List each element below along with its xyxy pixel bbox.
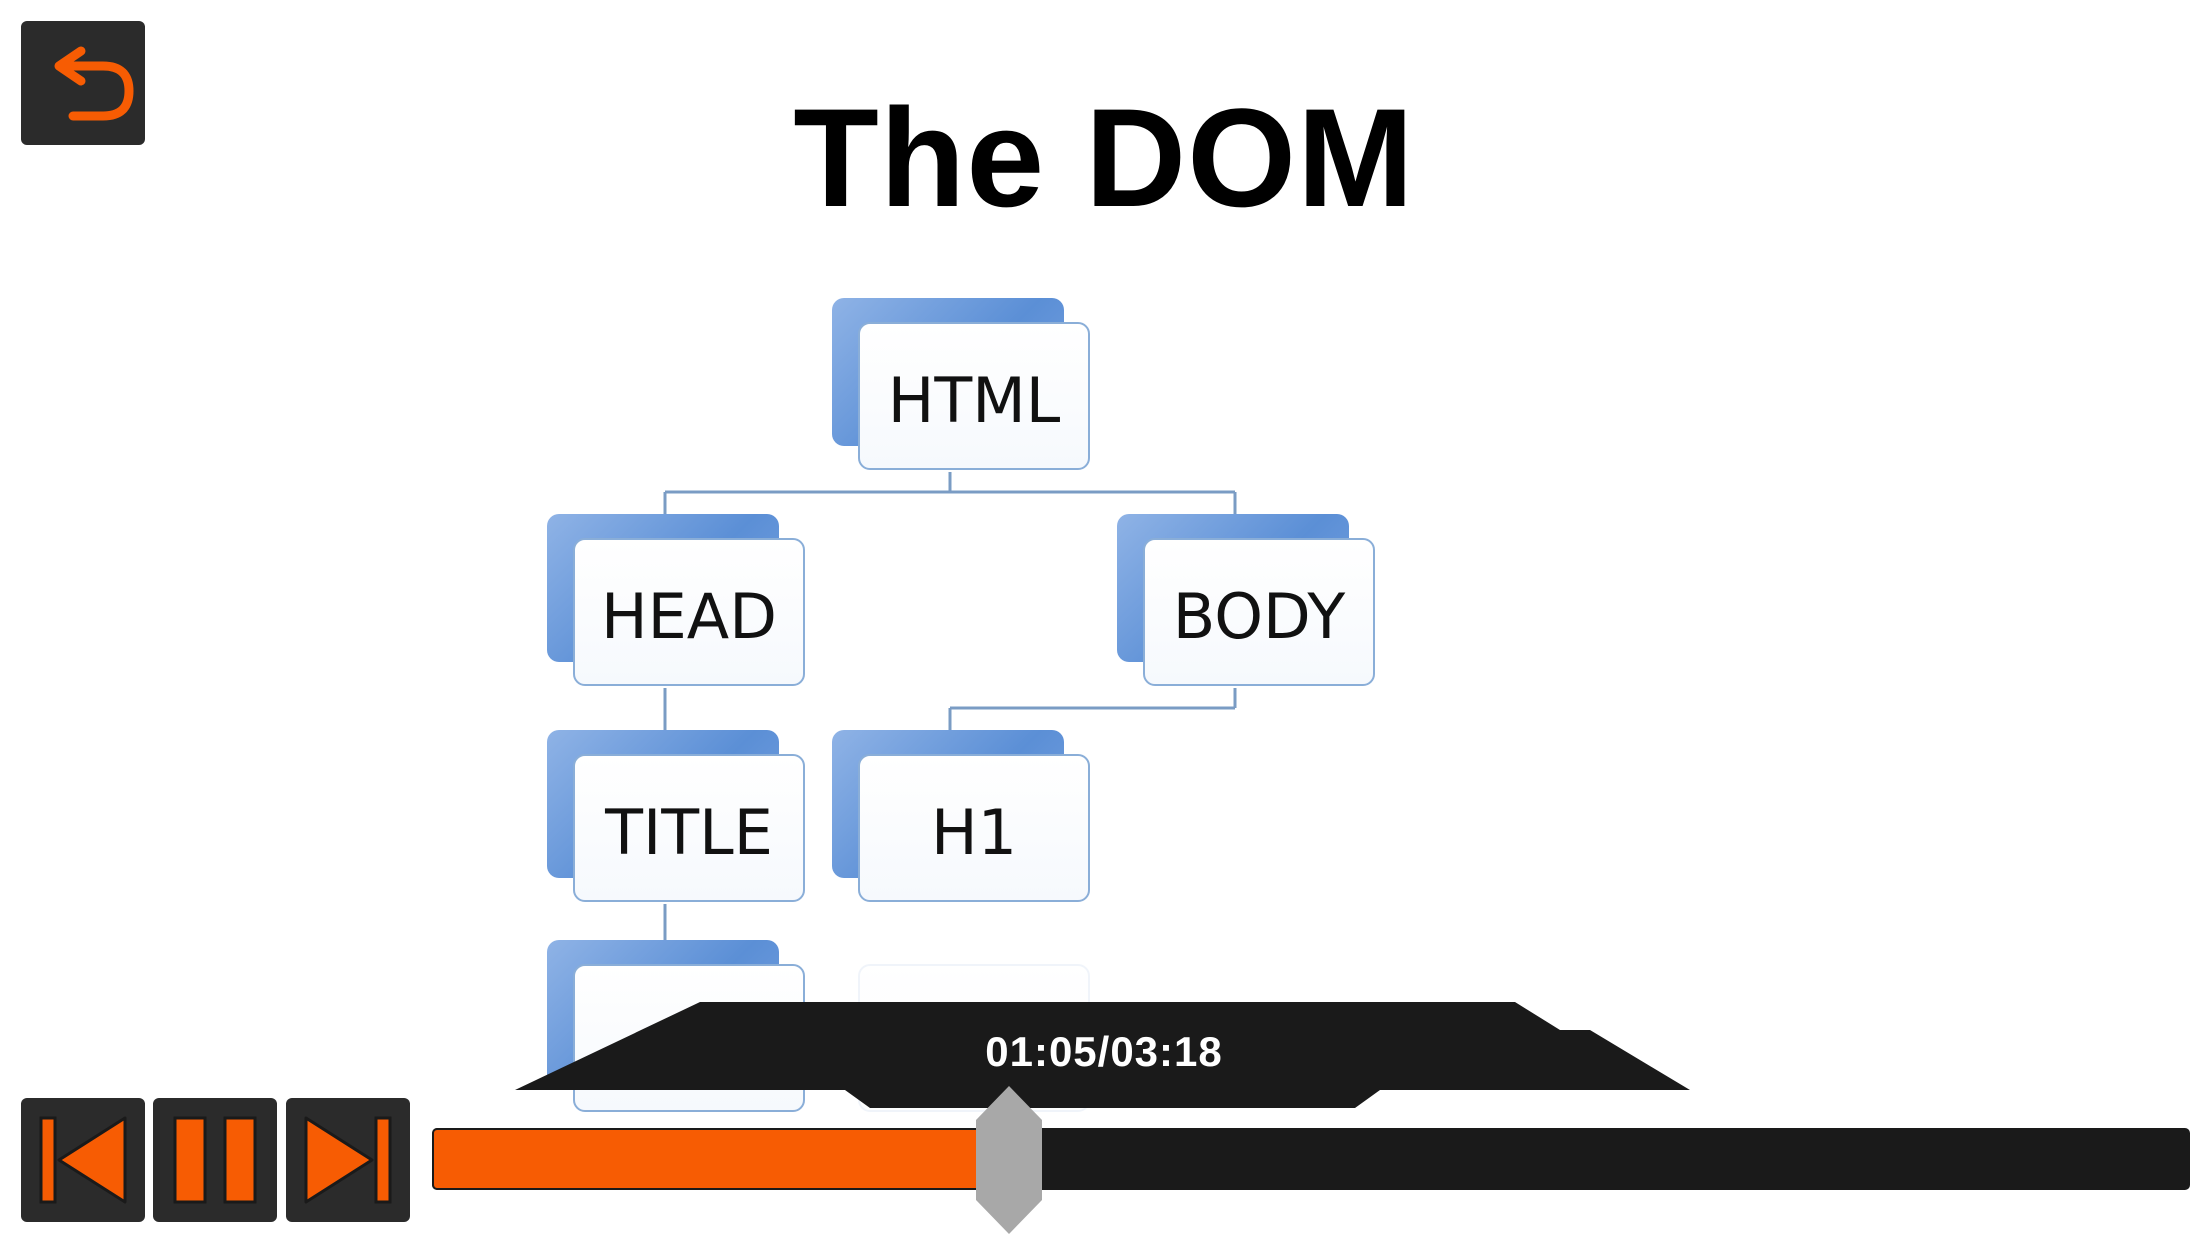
tree-node-h1: H1 — [832, 730, 1090, 902]
slide-title: The DOM — [793, 79, 1415, 236]
back-arrow-icon — [54, 46, 134, 121]
time-display: 01:05/03:18 — [985, 1028, 1223, 1075]
previous-button[interactable] — [21, 1098, 145, 1222]
tree-node-body: BODY — [1117, 514, 1375, 686]
pause-icon — [173, 1116, 257, 1204]
pause-button[interactable] — [153, 1098, 277, 1222]
next-button[interactable] — [286, 1098, 410, 1222]
skip-next-icon — [304, 1116, 392, 1204]
tree-node-label: HTML — [887, 363, 1061, 437]
back-button[interactable] — [21, 21, 145, 145]
watermark — [1968, 1188, 2188, 1228]
tree-node-label: HEAD — [601, 579, 777, 653]
skip-previous-icon — [39, 1116, 127, 1204]
tree-node-html: HTML — [832, 298, 1090, 470]
progress-track[interactable] — [432, 1128, 2190, 1190]
progress-scrubber-handle[interactable] — [976, 1086, 1042, 1234]
progress-fill — [432, 1128, 1009, 1190]
tree-node-title: TITLE — [547, 730, 805, 902]
tree-node-head: HEAD — [547, 514, 805, 686]
tree-node-label: BODY — [1172, 579, 1346, 653]
tree-node-label: H1 — [930, 795, 1018, 869]
tree-node-label: TITLE — [605, 795, 773, 869]
